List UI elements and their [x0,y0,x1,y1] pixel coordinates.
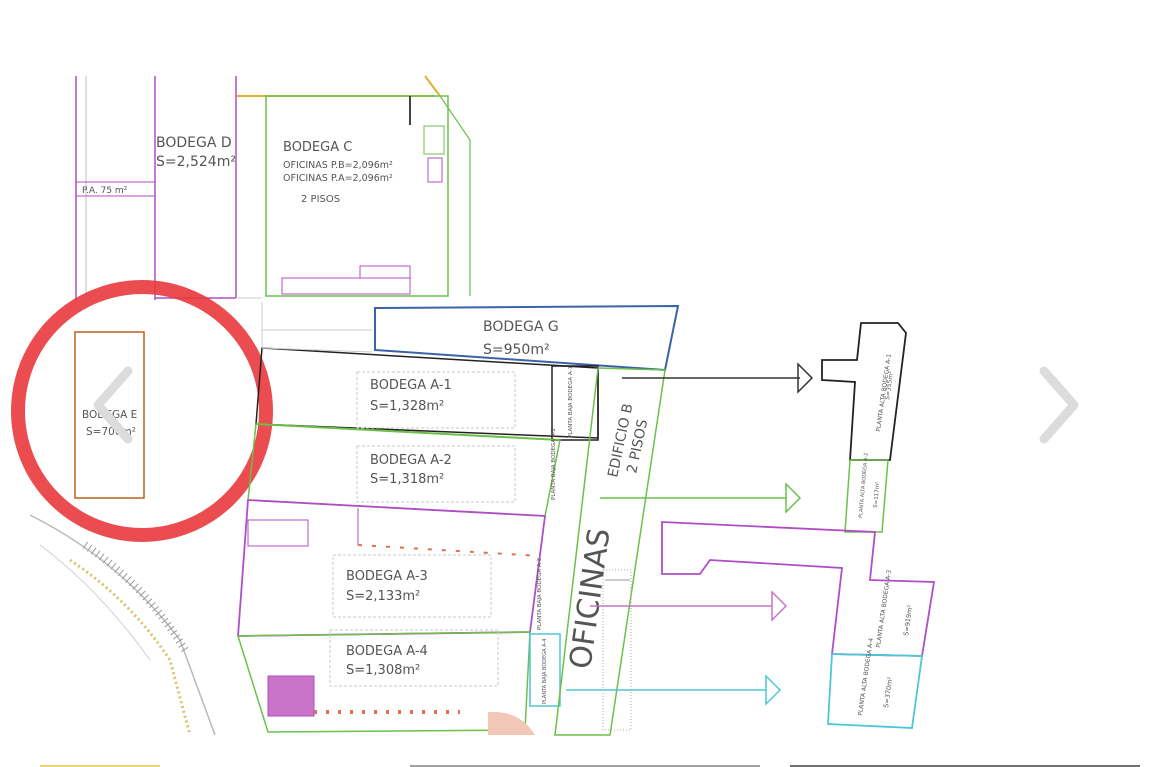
bodega-c: BODEGA C OFICINAS P.B=2,096m² OFICINAS P… [237,75,471,297]
bodega-d: P.A. 75 m² BODEGA D S=2,524m² [75,76,237,300]
highlight-circle [11,280,273,542]
prev-image-button[interactable] [82,360,142,450]
bodega-g: BODEGA G S=950m² [374,304,680,372]
pb-a3-label: PLANTA BAJA BODEGA A-3 [537,557,543,630]
bodega-d-pa-label: P.A. 75 m² [82,186,128,196]
bodega-a1-name: BODEGA A-1 [370,378,452,393]
next-image-button[interactable] [1028,360,1088,450]
bodega-a4-name: BODEGA A-4 [346,644,428,659]
bodega-c-line2: OFICINAS P.A=2,096m² [283,173,393,184]
bodega-d-name: BODEGA D [156,135,232,151]
bodega-c-line1: OFICINAS P.B=2,096m² [283,160,393,171]
road-curve [29,514,216,736]
pb-a2-label: PLANTA BAJA BODEGA A-2 [551,428,557,500]
pa-a2-area: S=117m² [872,481,881,508]
thumbnail-3[interactable] [790,765,1140,767]
thumbnail-2[interactable] [410,765,760,767]
bodega-a3: BODEGA A-3 S=2,133m² PLANTA BAJA BODEGA … [237,499,547,637]
arrows [566,362,814,706]
bodega-a3-area: S=2,133m² [346,589,420,604]
thumbnail-strip [0,760,1170,767]
bodega-g-area: S=950m² [483,342,550,358]
bodega-a4-area: S=1,308m² [346,663,420,678]
bodega-g-name: BODEGA G [483,319,559,335]
bodega-c-name: BODEGA C [283,140,352,155]
bodega-c-floors: 2 PISOS [301,194,340,205]
pb-a4-label: PLANTA BAJA BODEGA A-4 [542,639,548,704]
bodega-d-area: S=2,524m² [156,154,236,170]
bodega-a3-name: BODEGA A-3 [346,569,428,584]
bodega-a2-name: BODEGA A-2 [370,453,452,468]
pa-a1-area: S=355m² [884,370,895,400]
misc-structure [238,297,373,353]
thumbnail-1[interactable] [40,765,160,767]
bodega-a2-area: S=1,318m² [370,472,444,487]
bodega-a4: BODEGA A-4 S=1,308m² PLANTA BAJA BODEGA … [236,629,561,735]
pb-a1-label: PLANTA BAJA BODEGA A-1 [568,366,574,438]
chevron-left-icon [93,366,133,444]
pa-a2-name: PLANTA ALTA BODEGA A-2 [858,452,870,518]
bodega-a1-area: S=1,328m² [370,399,444,414]
chevron-right-icon [1039,366,1079,444]
